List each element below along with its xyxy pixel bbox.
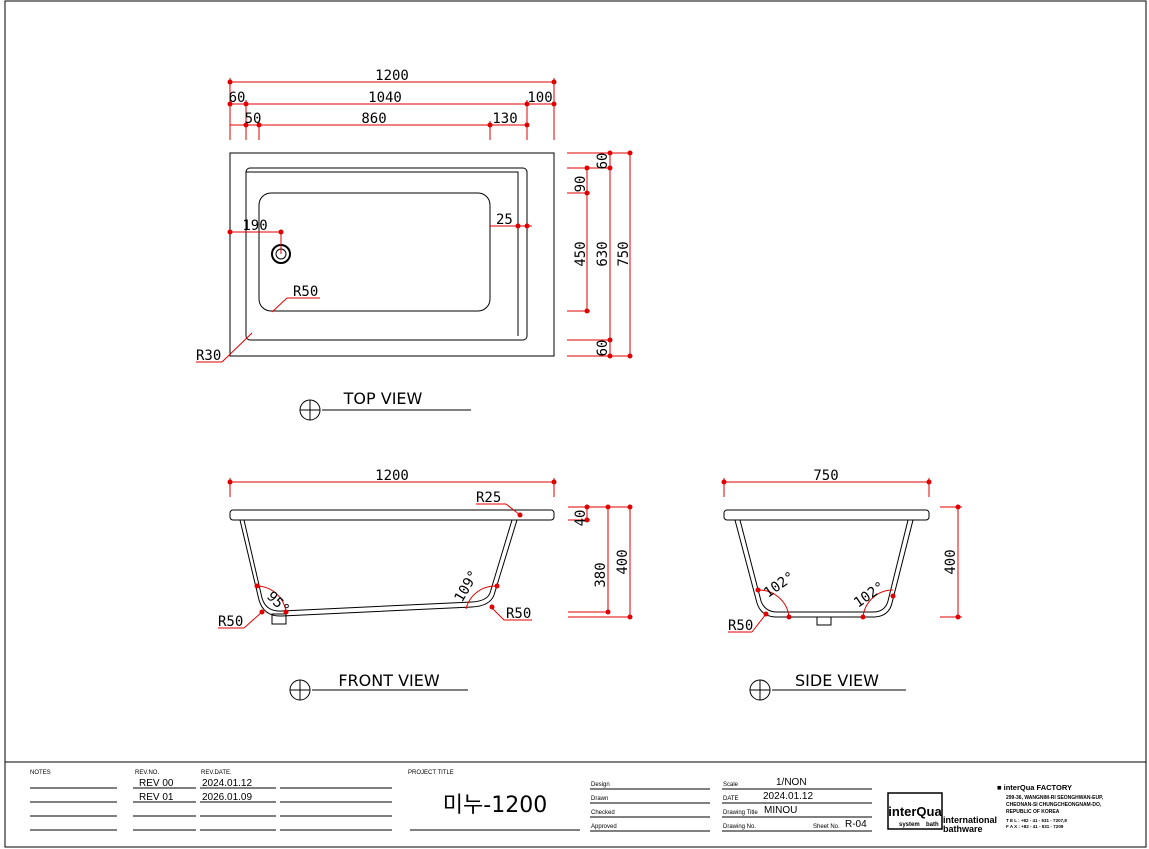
- date-label: DATE: [723, 796, 739, 802]
- date-value: 2024.01.12: [763, 791, 813, 802]
- radius-r50-top: R50: [293, 284, 318, 300]
- dim-380: 380: [593, 562, 609, 587]
- top-floor: [258, 192, 491, 312]
- front-view: 1200 40 380 400 R25 R50 R50 95° 109°: [218, 468, 633, 701]
- dim-1200-front: 1200: [375, 468, 409, 484]
- top-inner-rim: [245, 167, 528, 341]
- radius-r50-front-right: R50: [506, 606, 531, 622]
- sheet-border: [4, 0, 1147, 848]
- dim-1040: 1040: [368, 90, 402, 106]
- drawing-title-value: MINOU: [764, 805, 797, 816]
- dim-860: 860: [361, 111, 386, 127]
- dim-400-front: 400: [615, 549, 631, 574]
- approved-label: Approved: [591, 824, 617, 830]
- dim-50: 50: [245, 111, 262, 127]
- checked-label: Checked: [591, 810, 615, 816]
- front-rim: [229, 509, 555, 521]
- dim-25: 25: [496, 212, 513, 228]
- side-view: 750 400 R50 102° 102° SIDE VIEW: [721, 468, 962, 701]
- dim-90: 90: [573, 176, 589, 193]
- sheet-no-label: Sheet No.: [813, 824, 840, 830]
- factory-address-2: CHEONAN-SI CHUNGCHEONGNAM-DO,: [1006, 802, 1102, 808]
- logo-line1: international: [943, 815, 997, 825]
- dim-40: 40: [573, 510, 589, 527]
- dim-450: 450: [573, 241, 589, 266]
- angle-109: 109°: [452, 568, 483, 605]
- logo-name: interQua: [888, 804, 942, 819]
- dim-60-left: 60: [229, 90, 246, 106]
- logo-sub2: bath: [926, 822, 939, 828]
- top-view: 1200 1040 60 100 50 860 130 190 25 60 90…: [196, 68, 633, 421]
- logo-box: [887, 792, 943, 830]
- top-view-label: TOP VIEW: [343, 389, 423, 408]
- radius-r25: R25: [476, 490, 501, 506]
- radius-r50-side: R50: [728, 618, 753, 634]
- notes-label: NOTES: [30, 770, 51, 776]
- angle-102-left: 102°: [761, 569, 798, 601]
- rev-date-label: REV.DATE.: [201, 770, 232, 776]
- dim-130: 130: [492, 111, 517, 127]
- radius-r30: R30: [196, 348, 221, 364]
- front-body-outline: [239, 519, 518, 617]
- design-label: Design: [591, 782, 610, 788]
- factory-name: ■ interQua FACTORY: [997, 783, 1072, 792]
- title-block: NOTES REV.NO. REV.DATE. REV 00 2024.01.1…: [30, 770, 1104, 834]
- rev-no-1: REV 01: [139, 792, 174, 803]
- rev-date-1: 2026.01.09: [202, 792, 252, 803]
- rev-no-0: REV 00: [139, 778, 174, 789]
- logo-line2: bathware: [943, 824, 983, 834]
- dim-60-top: 60: [595, 153, 611, 170]
- dim-1200-top: 1200: [375, 68, 409, 84]
- drawing-no-label: Drawing No.: [723, 824, 756, 830]
- dim-750-side: 750: [813, 468, 838, 484]
- scale-label: Scale: [723, 782, 739, 788]
- dim-190: 190: [242, 218, 267, 234]
- drawn-label: Drawn: [591, 796, 608, 802]
- side-view-label: SIDE VIEW: [795, 671, 879, 690]
- angle-102-right: 102°: [851, 579, 888, 611]
- factory-fax: F A X : +82 - 41 - 531 - 7209: [1006, 824, 1064, 829]
- logo-sub1: system: [899, 822, 920, 828]
- project-title: 미누-1200: [443, 793, 547, 818]
- dim-630: 630: [595, 241, 611, 266]
- dim-750-top: 750: [616, 241, 632, 266]
- sheet-no-value: R-04: [845, 819, 867, 830]
- rev-date-0: 2024.01.12: [202, 778, 252, 789]
- drawing-title-label: Drawing Title: [723, 810, 758, 816]
- dim-100: 100: [527, 90, 552, 106]
- radius-r50-front-left: R50: [218, 614, 243, 630]
- dim-60-bottom: 60: [595, 340, 611, 357]
- front-view-label: FRONT VIEW: [338, 671, 440, 690]
- rev-no-label: REV.NO.: [135, 770, 159, 776]
- factory-address-1: 299-36, WANGNIM-RI SEONGHWAN-EUP,: [1006, 795, 1104, 801]
- top-outer-rim: [229, 152, 555, 357]
- scale-value: 1/NON: [776, 777, 807, 788]
- dim-400-side: 400: [943, 549, 959, 574]
- project-title-label: PROJECT TITLE: [408, 770, 454, 776]
- side-rim: [723, 509, 930, 521]
- factory-address-3: REPUBLIC OF KOREA: [1006, 809, 1060, 815]
- factory-tel: T E L : +82 - 41 - 531 - 7207,8: [1006, 818, 1067, 823]
